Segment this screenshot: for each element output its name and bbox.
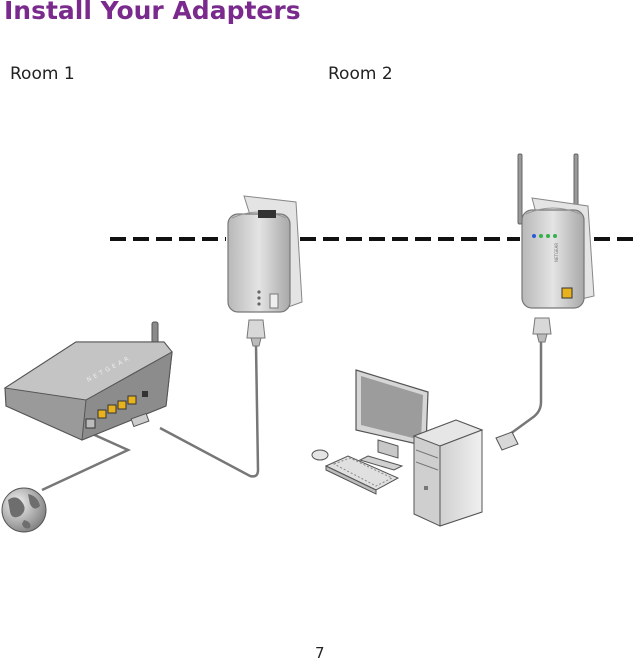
globe-icon bbox=[2, 488, 46, 532]
desktop-computer-icon bbox=[414, 420, 518, 526]
powerline-adapter-icon bbox=[228, 196, 302, 346]
page-number: 7 bbox=[315, 644, 325, 662]
svg-text:NETGEAR: NETGEAR bbox=[554, 243, 559, 262]
cable-router-to-globe bbox=[42, 432, 128, 490]
cable-adapter-to-router bbox=[160, 345, 258, 476]
router-icon: NETGEAR bbox=[5, 322, 172, 440]
cable-extender-to-computer bbox=[510, 342, 541, 434]
mouse-icon bbox=[312, 450, 328, 460]
wifi-powerline-extender-icon: NETGEAR bbox=[518, 154, 594, 342]
